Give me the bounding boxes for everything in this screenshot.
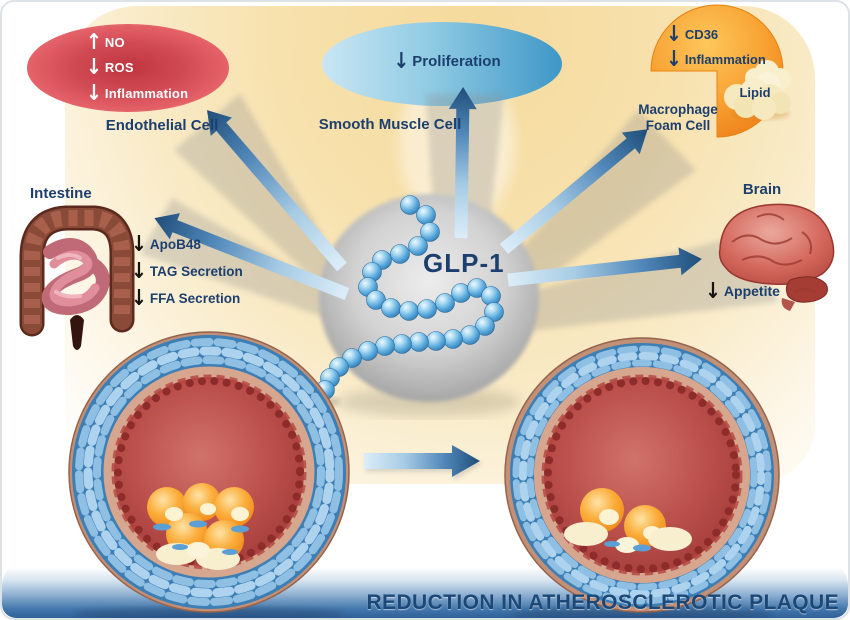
- glp1-bead: [460, 325, 480, 345]
- glp1-bead: [435, 293, 455, 313]
- arrow-to-smooth-muscle: [448, 87, 477, 239]
- glp1-bead: [400, 195, 420, 215]
- glp1-bead: [417, 299, 437, 319]
- glp1-bead: [390, 244, 410, 264]
- glp1-peptide-bead-chain: [315, 195, 504, 400]
- glp1-bead: [375, 336, 395, 356]
- glp1-bead: [408, 236, 428, 256]
- glp1-bead: [484, 302, 504, 322]
- glp1-bead: [416, 205, 436, 225]
- smooth-muscle-cell-bubble: [322, 22, 562, 106]
- glp1-bead: [481, 286, 501, 306]
- plaque-foam-cells-large: [147, 483, 254, 570]
- glp1-bead: [399, 301, 419, 321]
- artery-after-treatment: [504, 337, 780, 618]
- endothelial-cell-bubble: [27, 24, 229, 112]
- artery-before-treatment: [68, 331, 350, 618]
- glp1-bead: [409, 332, 429, 352]
- arrow-to-macrophage: [499, 129, 648, 254]
- rectum-shape: [70, 315, 84, 350]
- intestine-illustration: [19, 205, 135, 350]
- brain-illustration: [718, 203, 835, 311]
- glp1-bead: [392, 334, 412, 354]
- glp1-bead: [443, 329, 463, 349]
- arrow-to-endothelial: [207, 110, 347, 272]
- plaque-foam-cells-small: [564, 488, 692, 553]
- glp1-bead: [475, 316, 495, 336]
- macrophage-foam-cell-shape: [650, 4, 791, 138]
- glp1-effect-arrows: [154, 87, 702, 301]
- lipid-cloud: [724, 60, 791, 120]
- glp1-bead: [381, 298, 401, 318]
- brainstem-shape: [781, 298, 795, 311]
- glp1-bead: [420, 222, 440, 242]
- arrow-to-brain: [507, 247, 702, 287]
- arrow-to-intestine: [154, 213, 350, 301]
- glp1-bead: [426, 331, 446, 351]
- transformation-arrow: [364, 445, 482, 480]
